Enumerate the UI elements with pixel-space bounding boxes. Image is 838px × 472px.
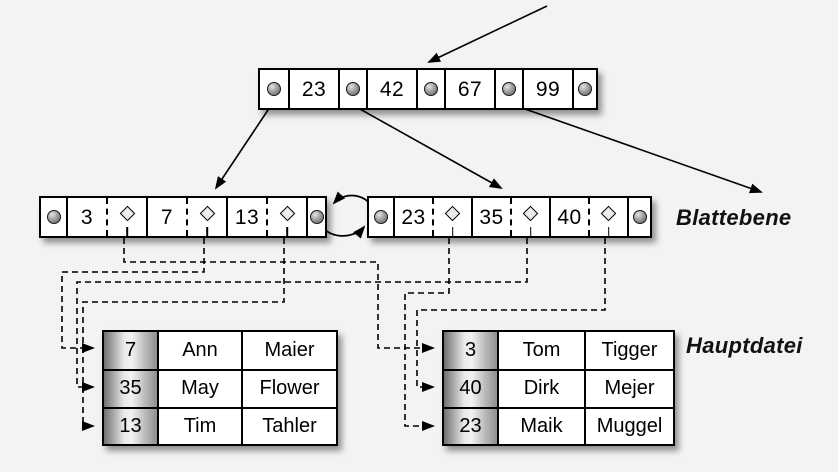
key-cell: 40 [549,198,588,236]
record-last-name: Muggel [584,408,673,444]
record-last-name: Maier [241,332,336,370]
table-row: 35 May Flower [104,369,336,407]
sphere-pointer-icon [46,210,61,224]
pointer-cell [627,198,650,236]
arrow-root-to-right-leaf [350,103,503,189]
key-value: 23 [301,77,327,101]
record-last-name: Tahler [241,408,336,444]
record-key: 23 [444,408,497,444]
key-value: 23 [401,205,426,229]
key-value: 13 [234,205,260,229]
main-file-table-right: 3 Tom Tigger 40 Dirk Mejer 23 Maik Mugge… [442,330,675,446]
record-first-name: Ann [157,332,241,370]
key-value: 40 [557,205,582,229]
record-pointer-cell [432,198,471,236]
key-cell: 99 [522,70,572,108]
record-key: 3 [444,332,497,370]
key-cell: 3 [66,198,106,236]
key-value: 35 [479,205,504,229]
key-cell: 67 [444,70,494,108]
table-row: 7 Ann Maier [104,332,336,370]
diamond-pointer-icon [199,205,215,222]
root-node: 23 42 67 99 [258,68,598,110]
sphere-pointer-icon [632,210,647,224]
arrow-into-root [427,5,548,63]
key-cell: 35 [471,198,510,236]
diamond-pointer-icon [522,205,539,222]
key-value: 3 [80,205,94,229]
arrow-root-to-left-leaf [214,103,273,190]
sphere-pointer-icon [578,82,592,96]
record-key: 35 [104,371,157,407]
table-row: 13 Tim Tahler [104,406,336,444]
diamond-pointer-icon [444,205,461,222]
sphere-pointer-icon [267,82,281,96]
record-pointer-cell [510,198,549,236]
record-key: 40 [444,371,497,407]
sphere-pointer-icon [502,82,516,96]
key-value: 7 [160,205,174,229]
sphere-pointer-icon [309,210,324,224]
table-row: 23 Maik Muggel [444,406,673,444]
pointer-cell [260,70,288,108]
diamond-pointer-icon [279,205,295,222]
pointer-cell [41,198,66,236]
arrow-root-to-offscreen-leaf [507,102,763,194]
record-pointer-cell [106,198,146,236]
key-cell: 7 [146,198,186,236]
key-value: 67 [457,77,483,101]
pointer-cell [306,198,325,236]
table-row: 40 Dirk Mejer [444,369,673,407]
record-pointer-cell [186,198,226,236]
main-file-table-left: 7 Ann Maier 35 May Flower 13 Tim Tahler [102,330,338,446]
main-file-label: Hauptdatei [686,333,803,358]
pointer-cell [369,198,393,236]
record-last-name: Mejer [584,371,673,407]
pointer-cell [416,70,444,108]
diamond-pointer-icon [600,205,617,222]
key-value: 42 [379,77,405,101]
key-cell: 13 [226,198,266,236]
sphere-pointer-icon [424,82,438,96]
key-cell: 42 [366,70,416,108]
record-pointer-cell [266,198,306,236]
record-last-name: Tigger [584,332,673,370]
pointer-cell [338,70,366,108]
record-key: 13 [104,408,157,444]
record-first-name: Tim [157,408,241,444]
sphere-pointer-icon [374,210,388,224]
record-pointer-cell [588,198,627,236]
leaf-level-label: Blattebene [676,205,792,230]
key-cell: 23 [393,198,432,236]
pointer-cell [572,70,596,108]
record-first-name: Tom [497,332,584,370]
pointer-cell [494,70,522,108]
diamond-pointer-icon [119,205,135,222]
leaf-node-left: 3 7 13 [39,196,327,238]
table-row: 3 Tom Tigger [444,332,673,370]
key-value: 99 [535,77,561,101]
record-first-name: May [157,371,241,407]
record-first-name: Maik [497,408,584,444]
leaf-node-right: 23 35 40 [367,196,652,238]
record-key: 7 [104,332,157,370]
sphere-pointer-icon [346,82,360,96]
record-first-name: Dirk [497,371,584,407]
key-cell: 23 [288,70,338,108]
record-last-name: Flower [241,371,336,407]
